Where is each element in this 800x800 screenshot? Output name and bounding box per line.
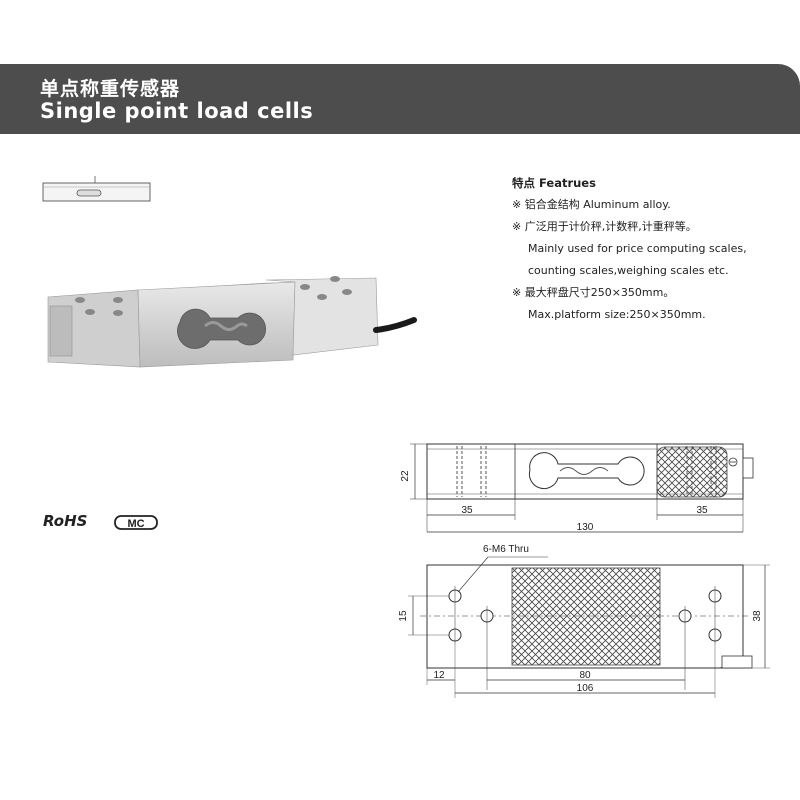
page-title-cn: 单点称重传感器 — [40, 78, 181, 100]
header-banner — [0, 64, 800, 134]
features-heading: 特点 Featrues — [512, 176, 596, 190]
feature-line: ※ 最大秤盘尺寸250×350mm。 — [512, 286, 675, 299]
feature-line: Max.platform size:250×350mm. — [528, 308, 706, 321]
dim-side-left: 35 — [461, 505, 473, 516]
load-cell-photo — [47, 276, 417, 368]
page-title-en: Single point load cells — [40, 99, 314, 123]
top-view-drawing — [408, 556, 770, 698]
thumbnail-sideview — [42, 176, 151, 202]
mc-logo-text: MC — [127, 518, 144, 530]
feature-line: counting scales,weighing scales etc. — [528, 264, 729, 277]
dim-side-right: 35 — [696, 505, 708, 516]
feature-line: ※ 广泛用于计价秤,计数秤,计重秤等。 — [512, 220, 697, 233]
dim-edge-offset: 12 — [433, 670, 445, 681]
side-view-drawing — [410, 443, 754, 533]
holes-note: 6-M6 Thru — [483, 544, 529, 555]
feature-line: ※ 铝合金结构 Aluminum alloy. — [512, 198, 671, 211]
dim-hole-spacing: 15 — [398, 610, 409, 622]
dim-side-height: 22 — [400, 470, 411, 482]
features-list: 特点 Featrues ※ 铝合金结构 Aluminum alloy. ※ 广泛… — [512, 172, 792, 326]
dim-mesh-width: 80 — [579, 670, 591, 681]
feature-line: Mainly used for price computing scales, — [528, 242, 747, 255]
dim-top-width: 38 — [752, 610, 763, 622]
mc-certification-logo: MC — [114, 515, 158, 530]
dim-hole-span: 106 — [577, 683, 594, 694]
dim-side-total: 130 — [577, 522, 594, 533]
rohs-logo: RoHS — [43, 512, 88, 530]
